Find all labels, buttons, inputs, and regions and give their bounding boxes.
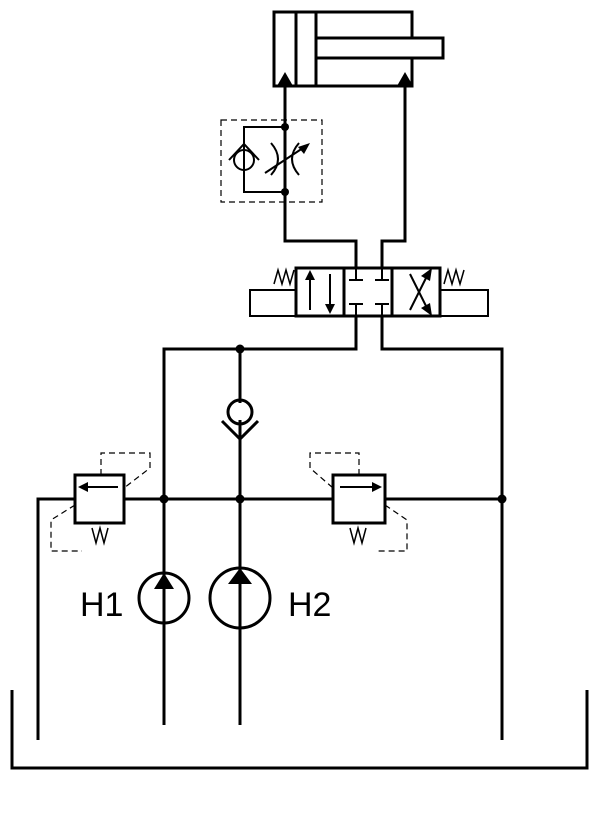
- throttle-check-valve: [220, 119, 323, 203]
- supply-and-return-lines: [36, 316, 507, 740]
- directional-control-valve: [249, 266, 489, 318]
- cylinder-port-arrows: [277, 72, 413, 86]
- relief-valve-right: [309, 452, 408, 552]
- pump-h2: [208, 566, 272, 630]
- pump-h1-label: H1: [80, 586, 123, 624]
- cylinder-lines: [283, 86, 407, 268]
- relief-valve-left: [50, 452, 151, 552]
- pump-h1: [137, 571, 191, 625]
- check-valve: [220, 398, 260, 442]
- pump-h2-label: H2: [288, 586, 331, 624]
- double-acting-cylinder: [272, 10, 445, 88]
- reservoir-tank: [10, 690, 589, 770]
